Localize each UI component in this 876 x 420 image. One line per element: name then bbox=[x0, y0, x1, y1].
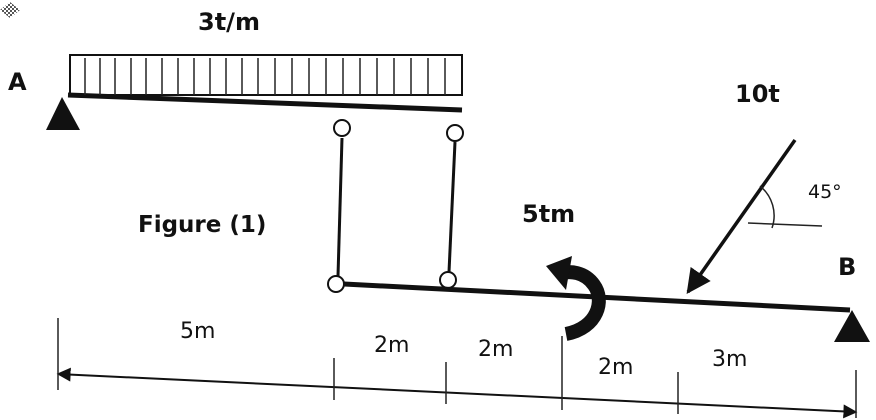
upper-beam-group: A 3t/m bbox=[8, 8, 463, 130]
label-point-b: B bbox=[838, 253, 856, 281]
label-moment: 5tm bbox=[522, 200, 575, 228]
point-load-arrow bbox=[686, 138, 797, 295]
dim-label-4: 2m bbox=[598, 355, 633, 380]
link-right bbox=[439, 124, 464, 289]
point-load-group: 10t 45° bbox=[686, 80, 842, 295]
lower-beam-group: B bbox=[343, 253, 870, 342]
dimension-line bbox=[56, 367, 858, 419]
figure-caption: Figure (1) bbox=[138, 212, 266, 238]
hinge-left-bottom bbox=[327, 275, 345, 293]
hinge-right-bottom bbox=[439, 271, 457, 289]
moment-arrowhead bbox=[546, 256, 572, 290]
hinge-left-top bbox=[333, 119, 351, 137]
dither-pattern-icon bbox=[0, 2, 20, 18]
moment-arrow: 5tm bbox=[522, 200, 606, 341]
upper-beam bbox=[67, 92, 463, 113]
dim-label-1: 5m bbox=[180, 319, 215, 344]
dim-label-5: 3m bbox=[712, 347, 747, 372]
link-left bbox=[327, 119, 351, 293]
dim-label-2: 2m bbox=[374, 333, 409, 358]
hinge-right-top bbox=[446, 124, 464, 142]
label-distributed-load: 3t/m bbox=[198, 8, 260, 36]
distributed-load-box bbox=[69, 54, 463, 96]
angle-arc bbox=[759, 185, 775, 229]
label-point-a: A bbox=[8, 68, 27, 96]
dimension-line-group: 5m 2m 2m 2m 3m bbox=[56, 318, 858, 419]
dimension-ticks bbox=[57, 318, 857, 418]
dim-label-3: 2m bbox=[478, 337, 513, 362]
label-angle: 45° bbox=[808, 181, 842, 203]
label-point-load: 10t bbox=[735, 80, 780, 108]
pin-support-b bbox=[834, 310, 870, 342]
pin-support-a bbox=[46, 97, 80, 130]
distributed-load-hatching bbox=[84, 58, 446, 95]
angle-reference-line bbox=[747, 222, 823, 227]
